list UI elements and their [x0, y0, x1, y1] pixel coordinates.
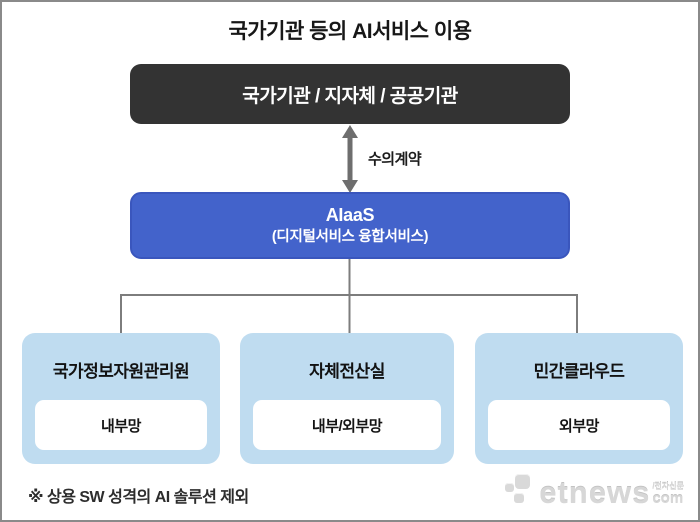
node-private-cloud: 민간클라우드 외부망 — [475, 333, 683, 464]
service-box-title: AIaaS — [325, 205, 375, 226]
etnews-logo-name: etnews — [539, 474, 651, 510]
node-network-label: 외부망 — [488, 400, 670, 450]
footnote: ※ 상용 SW 성격의 AI 솔루션 제외 — [28, 489, 249, 506]
node-national-info-resources: 국가정보자원관리원 내부망 — [22, 333, 220, 464]
top-box-label: 국가기관 / 지자체 / 공공기관 — [242, 85, 458, 107]
etnews-logo-suffix: com — [652, 490, 684, 507]
page-title: 국가기관 등의 AI서비스 이용 — [228, 20, 472, 43]
double-arrow-icon — [342, 125, 358, 193]
etnews-logo-tagline: /전자신문 — [652, 482, 684, 491]
node-network-label: 내부/외부망 — [253, 400, 441, 450]
node-network-label: 내부망 — [35, 400, 207, 450]
top-box-national-agencies: 국가기관 / 지자체 / 공공기관 — [130, 64, 570, 124]
service-box-aiaas: AIaaS (디지털서비스 융합서비스) — [130, 192, 570, 259]
etnews-logo: etnews /전자신문 com — [505, 474, 684, 510]
contract-arrow-label: 수의계약 — [368, 151, 422, 168]
service-box-subtitle: (디지털서비스 융합서비스) — [271, 228, 429, 245]
node-title: 민간클라우드 — [533, 362, 625, 381]
node-own-datacenter: 자체전산실 내부/외부망 — [240, 333, 454, 464]
node-title: 국가정보자원관리원 — [52, 362, 190, 381]
node-title: 자체전산실 — [309, 362, 385, 381]
etnews-logo-icon — [505, 474, 537, 506]
